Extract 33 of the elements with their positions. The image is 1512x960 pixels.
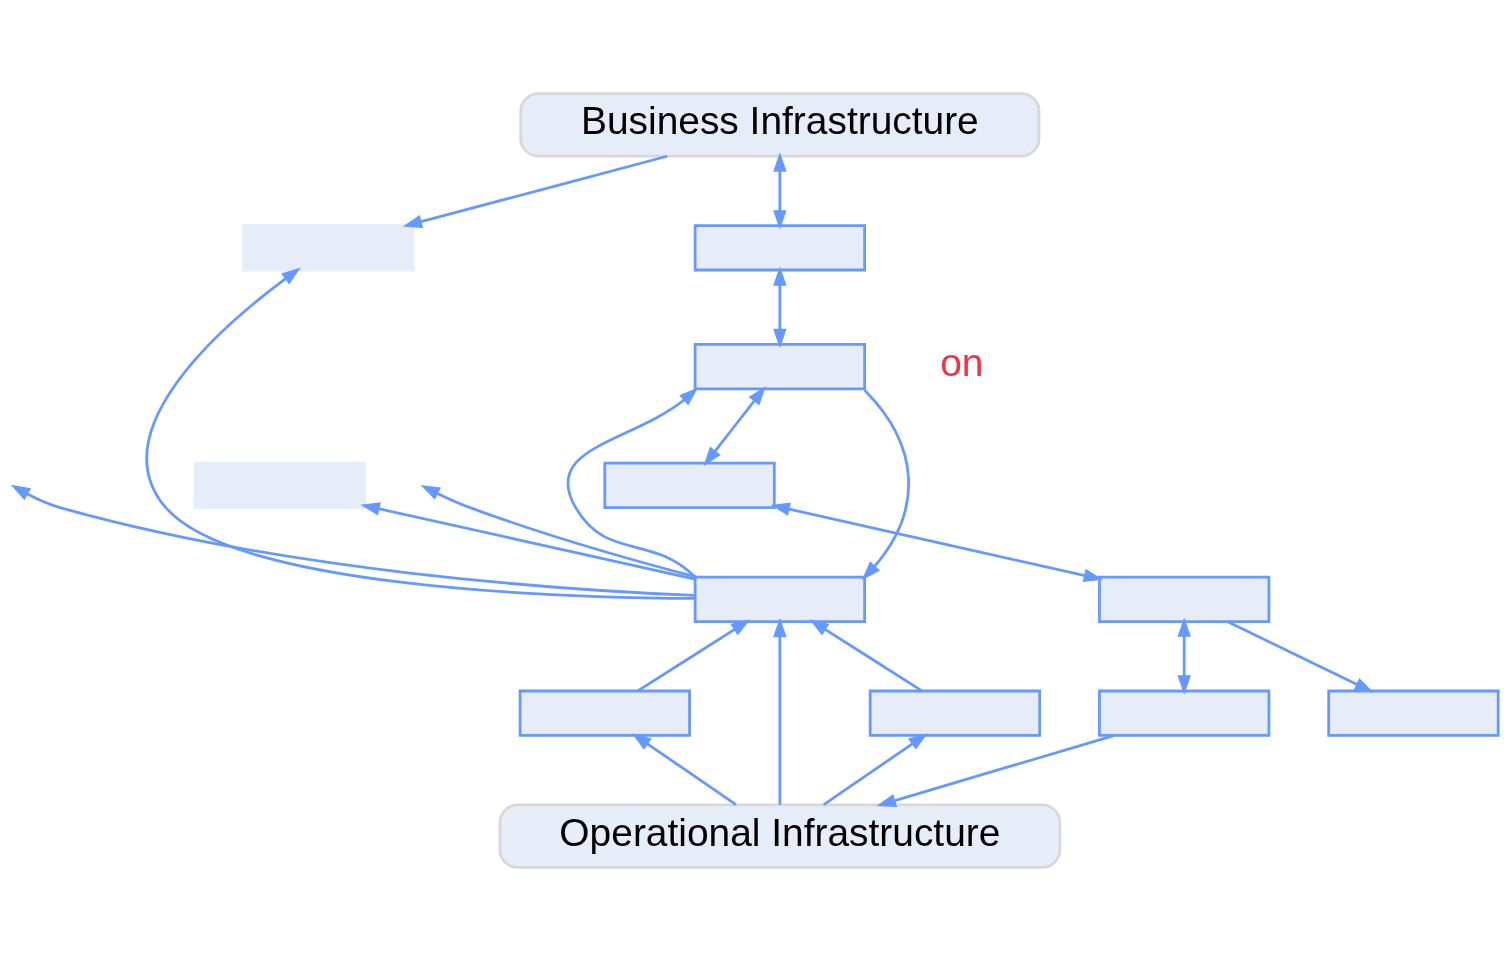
arrow xyxy=(773,617,787,805)
arrow xyxy=(703,385,766,466)
arrow xyxy=(402,154,668,228)
node-box xyxy=(242,223,415,271)
arrow xyxy=(861,388,910,580)
node-box xyxy=(693,342,866,390)
node-box xyxy=(193,461,366,509)
node-box xyxy=(693,575,866,623)
arrow xyxy=(10,484,695,597)
label: on xyxy=(940,340,984,384)
node-box xyxy=(1098,575,1271,623)
node-box xyxy=(1327,689,1500,737)
arrow xyxy=(146,267,695,600)
arrow xyxy=(770,502,1104,582)
arrow xyxy=(773,151,787,230)
arrow xyxy=(823,732,928,806)
node-box: Operational Infrastructure xyxy=(498,803,1062,869)
arrow xyxy=(420,484,697,578)
arrow xyxy=(1177,616,1191,695)
arrow xyxy=(631,732,737,806)
node-box: Business Infrastructure xyxy=(519,91,1041,157)
arrow xyxy=(637,618,751,692)
arrow xyxy=(360,501,696,580)
node-box xyxy=(693,223,866,271)
node-box xyxy=(603,461,776,509)
node-box xyxy=(868,689,1042,737)
arrow xyxy=(809,618,923,692)
node-box xyxy=(1098,689,1271,737)
arrow xyxy=(1226,619,1374,693)
node-box xyxy=(518,689,691,737)
arrow xyxy=(773,265,787,348)
arrow xyxy=(566,386,699,578)
arrow xyxy=(876,733,1115,807)
